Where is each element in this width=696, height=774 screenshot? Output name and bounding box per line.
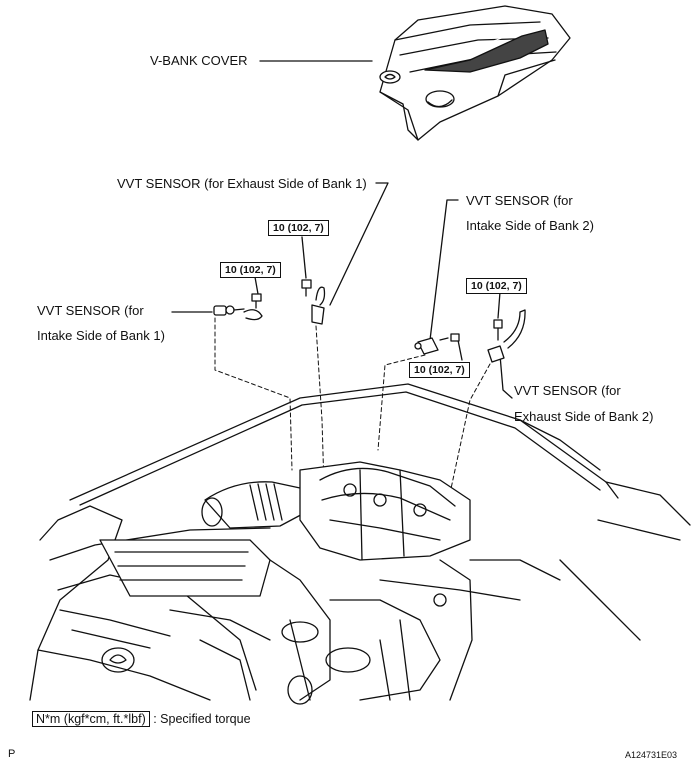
sensor-exhaust-bank1 [301, 279, 326, 325]
torque-box-exhaust-bank1: 10 (102, 7) [268, 220, 329, 236]
torque-legend: N*m (kgf*cm, ft.*lbf) : Specified torque [32, 711, 251, 727]
label-vvt-intake-bank2-line1: VVT SENSOR (for [466, 193, 573, 208]
v-bank-cover-drawing [379, 5, 571, 141]
vvt-intake-bank2-leader [429, 199, 459, 341]
sensor-exhaust-bank2 [487, 309, 526, 363]
engine-bay-drawing [29, 383, 691, 705]
label-vvt-exhaust-bank2-line1: VVT SENSOR (for [514, 383, 621, 398]
torque-box-exhaust-bank2: 10 (102, 7) [466, 278, 527, 294]
sensor-intake-bank1 [213, 293, 263, 321]
legend-unit-box: N*m (kgf*cm, ft.*lbf) [32, 711, 150, 727]
legend-text: : Specified torque [153, 712, 251, 726]
label-vvt-exhaust-bank2-line2: Exhaust Side of Bank 2) [514, 409, 654, 424]
torque-box-intake-bank2: 10 (102, 7) [409, 362, 470, 378]
figure-id: A124731E03 [625, 750, 678, 760]
torque-box-intake-bank1: 10 (102, 7) [220, 262, 281, 278]
vvt-exhaust-bank2-leader [499, 354, 513, 399]
footer-left-code: P [8, 748, 16, 760]
vvt-exhaust-bank1-leader [329, 182, 389, 306]
label-vvt-intake-bank1-line2: Intake Side of Bank 1) [37, 328, 165, 343]
label-vvt-intake-bank2-line2: Intake Side of Bank 2) [466, 218, 594, 233]
label-vvt-exhaust-bank1: VVT SENSOR (for Exhaust Side of Bank 1) [117, 176, 367, 191]
sensor-intake-bank2 [414, 333, 460, 355]
label-vvt-intake-bank1-line1: VVT SENSOR (for [37, 303, 144, 318]
label-v-bank-cover: V-BANK COVER [150, 53, 248, 68]
